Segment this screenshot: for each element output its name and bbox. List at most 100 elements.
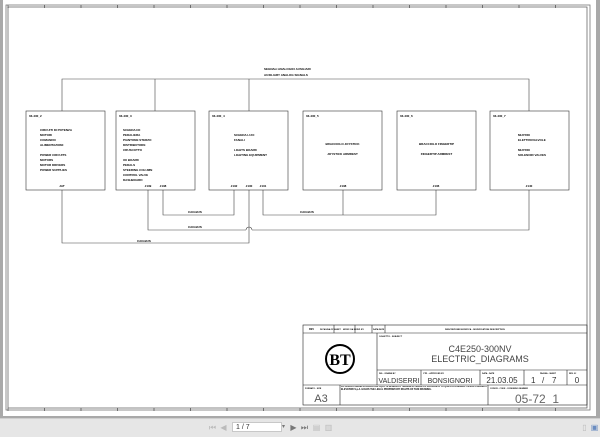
module-text: SOLENOID VALVES <box>518 153 546 157</box>
module-text: LIGHTING EQUIPMENT <box>234 153 267 157</box>
can-bus-wires <box>61 190 530 244</box>
title-block <box>302 324 588 406</box>
module-text: MOTORS <box>40 158 53 162</box>
connector-label: J140 <box>526 184 533 188</box>
module-text: MHYRIO <box>518 148 531 152</box>
sheet-total: 7 <box>552 376 557 385</box>
inner-frame <box>7 6 588 409</box>
next-page-icon[interactable]: ▶ <box>290 423 297 432</box>
rev-label: REV <box>309 328 314 331</box>
module-text: JOYSTICK ARMREST <box>327 152 358 156</box>
module-text: CRUSCOTTO <box>123 148 143 152</box>
connector-label: J139 <box>145 184 152 188</box>
document-viewport: SEGNALI ANALOGICI AUSILIARI AUXILIARY AN… <box>0 0 600 418</box>
sheet-separator: / <box>542 376 545 385</box>
single-page-view-icon[interactable]: ▤ <box>312 423 321 432</box>
modif-by-label: MODIF. DA MODIF. BY <box>343 328 364 331</box>
fit-page-icon[interactable]: ▯ <box>582 423 587 432</box>
code-label: CODICE - CODE - CODESENO NUMBER <box>490 388 528 390</box>
frame-ruler-ticks <box>7 5 556 411</box>
approved-by-label: CTR. - APPROVED BY <box>423 372 445 375</box>
module-text: POWER CIRCUITS <box>40 153 66 157</box>
drawn-by-value: VALDISERRI <box>378 378 419 385</box>
prev-page-icon[interactable]: ◀ <box>220 423 227 432</box>
module-text: ALIMENTAZIONI <box>40 143 63 147</box>
approved-by-value: BONSIGNORI <box>428 378 473 385</box>
connector-label: J131 <box>260 184 267 188</box>
module-ref: 03-430_7 <box>493 114 506 118</box>
modification-description-label: DESCRIZIONE MODIFICA - MODIFICATION DESC… <box>445 328 505 331</box>
module-text: PEDALS <box>123 163 135 167</box>
module-text: COMANDO <box>40 138 56 142</box>
module-text: CONTROL VALVE <box>123 173 148 177</box>
disclaimer-text: LA CESAB CARRELLI ELEVATORI S.p.A. SI RI… <box>341 386 487 391</box>
of-sheet-label: DI PAGINA OF SHEET <box>320 328 341 331</box>
module-text: MOTORI <box>40 133 52 137</box>
aux-signals-bus <box>61 78 530 111</box>
module-text: FANALI <box>234 138 245 142</box>
date-label: DATA - DATE <box>482 372 495 375</box>
code-value: 05-72_1 <box>515 392 559 406</box>
format-value: A3 <box>314 393 327 405</box>
outer-frame <box>5 4 591 411</box>
module-ref: 03-430_5 <box>306 114 319 118</box>
subject-line-2: ELECTRIC_DIAGRAMS <box>431 354 529 364</box>
module-ref: 03-430_4 <box>212 114 225 118</box>
electric-diagram: SEGNALI ANALOGICI AUSILIARI AUXILIARY AN… <box>5 4 591 411</box>
bus-label-it: SEGNALI ANALOGICI AUSILIARI <box>264 67 311 71</box>
svg-text:BT: BT <box>329 352 351 369</box>
drawn-by-label: DIS. - DRAWN BY <box>379 372 396 375</box>
connector-label: J138 <box>340 184 347 188</box>
rev-number-label: REV. N° <box>569 373 576 375</box>
connector-label: J136 <box>433 184 440 188</box>
module-text: CIRCUITI DI POTENZA <box>40 128 73 132</box>
module-text: LIGHTS BOARD <box>234 148 258 152</box>
can-bus-label: CAN-BUS <box>188 210 202 214</box>
can-bus-label: CAN-BUS <box>188 225 202 229</box>
connector-label: J138 <box>160 184 167 188</box>
connector-label: JAT <box>59 184 65 188</box>
connector-label: J130 <box>246 184 253 188</box>
module-text: DASHBOARD <box>123 178 143 182</box>
module-text: SCHEDA I/O <box>123 128 141 132</box>
module-box: 03-430_7MHYRIOELETTROVALVOLEMHYRIOSOLENO… <box>489 110 570 191</box>
date-value: 21.03.05 <box>486 376 518 385</box>
module-text: BRACCIOLO FINGERTIP <box>419 142 454 146</box>
module-text: FINGERTIP ARMREST <box>421 152 453 156</box>
subject-line-1: C4E250-300NV <box>448 344 511 354</box>
date-label-header: DATA DATE <box>373 328 385 331</box>
rev-number: 0 <box>575 376 580 385</box>
first-page-icon[interactable]: ⏮ <box>208 423 217 432</box>
module-text: SCHEDA LUCI <box>234 133 255 137</box>
module-text: I/O BOARD <box>123 158 140 162</box>
format-label: FORMATO - SIZE <box>305 387 322 390</box>
can-bus-label: CAN-BUS <box>137 239 151 243</box>
bt-logo: BT <box>325 344 355 374</box>
module-text: POWER SUPPLIES <box>40 168 67 172</box>
page-dropdown-icon[interactable]: ▾ <box>281 424 285 430</box>
module-text: ELETTROVALVOLE <box>518 138 546 142</box>
module-text: BRACCIOLO JOYSTICK <box>325 142 360 146</box>
sheet-number: 1 <box>531 376 536 385</box>
module-text: STEERING COLUMN <box>123 168 152 172</box>
bus-label-en: AUXILIARY ANALOG SIGNALS <box>264 73 308 77</box>
continuous-view-icon[interactable]: ▥ <box>324 423 333 432</box>
page-number-input[interactable]: 1 / 7 <box>232 422 282 432</box>
last-page-icon[interactable]: ⏭ <box>300 423 309 432</box>
module-text: PIANTONE STERZO <box>123 138 152 142</box>
connector-label: J132 <box>231 184 238 188</box>
pdf-page: SEGNALI ANALOGICI AUSILIARI AUXILIARY AN… <box>3 0 596 416</box>
module-ref: 03-430_3 <box>119 114 132 118</box>
save-icon[interactable]: ▣ <box>590 423 599 432</box>
subject-label: OGGETTO - SUBJECT <box>379 336 403 338</box>
module-ref: 03-430_2 <box>29 114 42 118</box>
module-text: DISTRIBUTORE <box>123 143 145 147</box>
module-text: MHYRIO <box>518 133 531 137</box>
module-ref: 03-430_6 <box>400 114 413 118</box>
module-text: MOTOR DRIVERS <box>40 163 65 167</box>
can-bus-label: CAN-BUS <box>300 210 314 214</box>
